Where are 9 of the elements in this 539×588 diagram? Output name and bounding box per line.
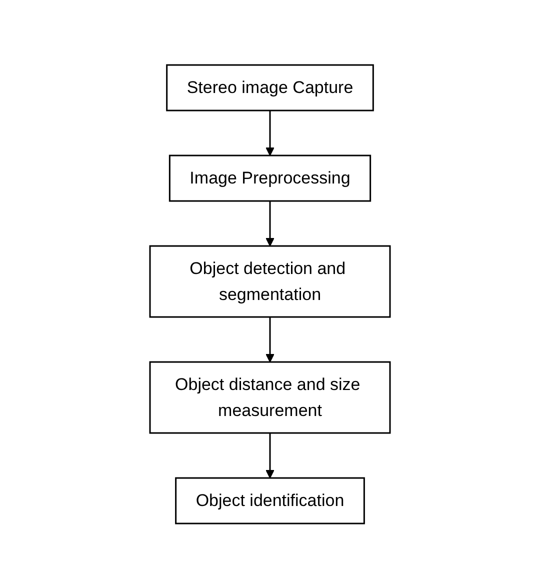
arrow bbox=[265, 200, 274, 246]
arrow bbox=[265, 316, 274, 362]
arrow bbox=[265, 110, 274, 156]
node-box: Object identification bbox=[174, 477, 364, 524]
node-box: Object detection and segmentation bbox=[148, 245, 390, 318]
arrow bbox=[265, 432, 274, 478]
node-box: Object distance and size measurement bbox=[148, 361, 390, 434]
node-box: Stereo image Capture bbox=[166, 64, 374, 111]
node-box: Image Preprocessing bbox=[168, 154, 371, 202]
